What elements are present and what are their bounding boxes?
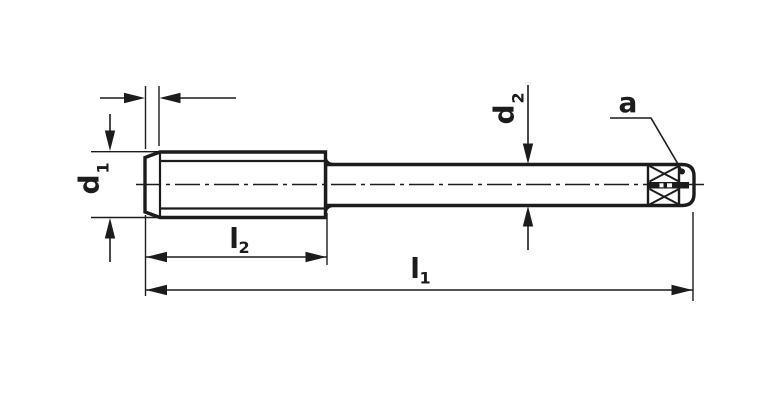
d2-arrowhead-bottom [522,206,534,227]
a-leader-line [610,117,683,171]
d1-label-sub: 1 [94,162,113,173]
l2-arrowhead-left [146,251,167,263]
l2-label-sub: 2 [239,238,250,257]
step-fillet-top [324,158,335,166]
centerline-gap-1 [659,183,664,188]
d1-label: d 1 [73,162,113,194]
square-flat-cross-top [649,165,680,183]
arrowhead-right [124,92,145,104]
d1-arrowhead-top [104,130,116,151]
dim-d2: d 2 [488,85,534,250]
dim-chamfer-length [100,86,236,149]
square-drive-end [646,164,689,206]
l1-label-sub: 1 [420,269,431,288]
d2-label-base: d [488,104,521,124]
l2-arrowhead-right [305,251,327,263]
dim-l2: l 2 [145,213,328,265]
d1-label-base: d [73,174,106,194]
d2-label-sub: 2 [509,92,528,103]
tap-part [136,150,704,220]
square-flat-cross-bottom [649,188,680,206]
centerline-gap-2 [667,183,672,188]
d2-label: d 2 [488,92,528,124]
a-leader-dot [679,168,685,175]
d1-arrowhead-bottom [104,218,116,239]
a-label: a [619,86,638,119]
leader-a: a [610,86,685,175]
l2-label-base: l [229,222,239,255]
arrowhead-left [159,92,181,104]
dim-d1: d 1 [73,114,159,262]
l1-label-base: l [410,252,420,285]
l1-arrowhead-left [146,284,167,296]
l1-arrowhead-right [671,284,693,296]
d2-arrowhead-top [522,143,534,164]
dim-l1: l 1 [144,212,694,301]
step-fillet-bottom [324,204,335,212]
